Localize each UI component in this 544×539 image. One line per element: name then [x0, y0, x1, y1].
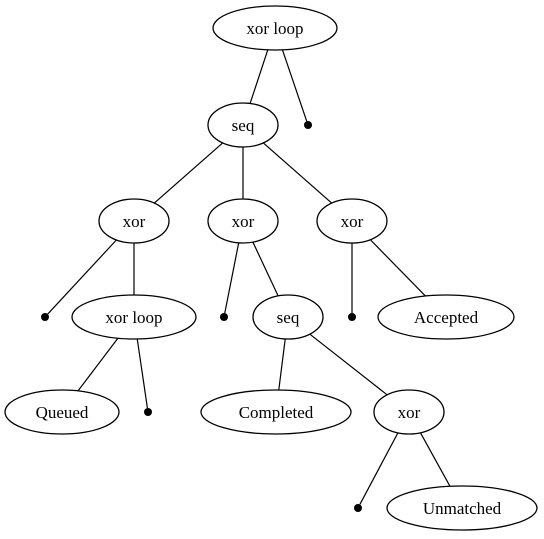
tree-node: Queued	[4, 389, 120, 435]
edge-n2-n3	[153, 142, 224, 204]
node-label: xor loop	[105, 308, 162, 327]
node-label: seq	[277, 308, 300, 327]
tree-node: xor	[207, 198, 279, 244]
node-label: seq	[232, 116, 255, 135]
tree-node: Accepted	[377, 294, 515, 340]
tree-node: xor loop	[71, 294, 197, 340]
node-label: xor	[398, 403, 421, 422]
edges-layer	[47, 49, 451, 505]
tree-node: xor loop	[212, 5, 338, 51]
edge-n7-n10	[278, 338, 286, 391]
node-ellipse	[98, 198, 170, 244]
tree-node: Unmatched	[386, 485, 538, 531]
tree-node: seq	[207, 102, 279, 148]
node-ellipse	[316, 198, 388, 244]
node-label: xor loop	[246, 19, 303, 38]
edge-n6-n9	[77, 337, 119, 392]
node-label: Unmatched	[423, 499, 502, 518]
silent-step-dot	[144, 408, 152, 416]
silent-step-dot	[354, 504, 362, 512]
node-label: Accepted	[414, 308, 479, 327]
tree-node: seq	[252, 294, 324, 340]
edge-n4-n7	[252, 241, 279, 297]
node-label: Queued	[36, 403, 89, 422]
edge-n11-n12	[419, 432, 451, 487]
tree-node: Completed	[200, 389, 352, 435]
edge-n1-n2	[249, 49, 269, 104]
node-label: xor	[123, 212, 146, 231]
node-label: Completed	[239, 403, 314, 422]
edge-n7-n11	[309, 333, 388, 396]
node-ellipse	[4, 389, 120, 435]
edge-n6-t5	[136, 338, 149, 409]
node-ellipse	[71, 294, 197, 340]
tree-node: xor	[98, 198, 170, 244]
silent-step-dot	[304, 121, 312, 129]
node-ellipse	[373, 389, 445, 435]
edge-n5-n8	[369, 239, 426, 297]
edge-n11-t6	[359, 432, 399, 505]
edge-n4-t3	[224, 242, 240, 314]
node-ellipse	[200, 389, 352, 435]
node-label: xor	[341, 212, 364, 231]
tree-node: xor	[316, 198, 388, 244]
edge-n3-t2	[47, 239, 117, 315]
node-label: xor	[232, 212, 255, 231]
edge-n1-t1	[281, 49, 308, 122]
node-ellipse	[207, 198, 279, 244]
node-ellipse	[212, 5, 338, 51]
node-ellipse	[377, 294, 515, 340]
tree-node: xor	[373, 389, 445, 435]
silent-step-dot	[220, 313, 228, 321]
edge-n2-n5	[262, 142, 333, 204]
node-ellipse	[207, 102, 279, 148]
node-ellipse	[386, 485, 538, 531]
silent-step-dot	[348, 313, 356, 321]
silent-step-dot	[41, 313, 49, 321]
node-ellipse	[252, 294, 324, 340]
